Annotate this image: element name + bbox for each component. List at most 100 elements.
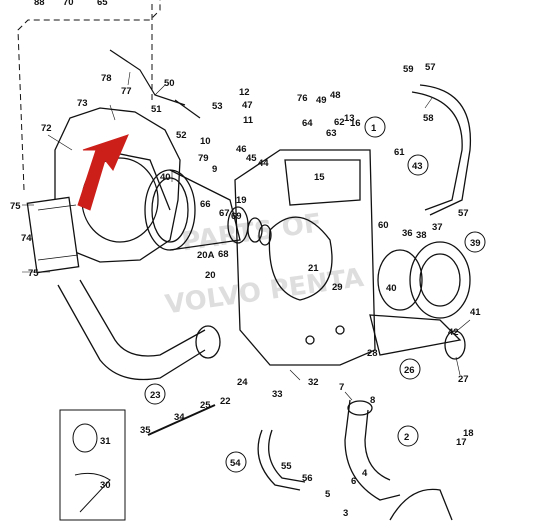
callout-circle-2 <box>397 425 419 447</box>
label-22: 22 <box>220 396 231 407</box>
label-27: 27 <box>458 374 469 385</box>
label-58: 58 <box>423 113 434 124</box>
label-5: 5 <box>325 489 331 500</box>
label-31: 31 <box>100 436 111 447</box>
outer-housing <box>369 241 471 360</box>
top-label-65: 65 <box>97 0 108 8</box>
leader-lines <box>22 71 471 401</box>
label-38: 38 <box>416 230 427 241</box>
label-19: 19 <box>236 195 247 206</box>
label-69: 69 <box>231 211 242 222</box>
label-34: 34 <box>174 412 185 423</box>
label-72: 72 <box>41 123 52 134</box>
label-55: 55 <box>281 461 292 472</box>
label-40a: 40 <box>160 172 171 183</box>
exhaust-elbow <box>57 279 221 381</box>
top-fragment-labels: 88 70 65 <box>34 0 108 8</box>
label-30: 30 <box>100 480 111 491</box>
label-54: 54 <box>230 458 241 469</box>
label-75a: 75 <box>10 201 21 212</box>
label-50: 50 <box>164 78 175 89</box>
label-4: 4 <box>362 468 368 479</box>
label-42: 42 <box>448 327 459 338</box>
label-64: 64 <box>302 118 313 129</box>
label-61: 61 <box>394 147 405 158</box>
label-15: 15 <box>314 172 325 183</box>
label-28: 28 <box>367 348 378 359</box>
label-20: 20 <box>205 270 216 281</box>
shaft-34 <box>147 404 216 436</box>
label-44: 44 <box>258 158 269 169</box>
top-label-70: 70 <box>63 0 74 8</box>
label-12: 12 <box>239 87 250 98</box>
label-37: 37 <box>432 222 443 233</box>
label-1: 1 <box>371 123 377 134</box>
hose-57 <box>411 84 472 216</box>
bottom-right-elbow <box>389 488 453 521</box>
label-33: 33 <box>272 389 283 400</box>
clamp-box <box>59 409 126 521</box>
label-77: 77 <box>121 86 132 97</box>
label-59: 59 <box>403 64 414 75</box>
label-74: 74 <box>21 233 32 244</box>
label-76: 76 <box>297 93 308 104</box>
label-13: 13 <box>344 113 355 124</box>
label-47: 47 <box>242 100 253 111</box>
label-60: 60 <box>378 220 389 231</box>
label-52: 52 <box>176 130 187 141</box>
label-43: 43 <box>412 161 423 172</box>
label-6: 6 <box>351 476 356 487</box>
label-18: 18 <box>463 428 474 439</box>
label-68: 68 <box>218 249 229 260</box>
label-11: 11 <box>243 115 254 126</box>
label-67: 67 <box>219 208 230 219</box>
label-16: 16 <box>350 118 361 129</box>
label-40b: 40 <box>386 283 397 294</box>
hose-54 <box>257 429 306 491</box>
label-46: 46 <box>236 144 247 155</box>
label-62: 62 <box>334 117 345 128</box>
label-23: 23 <box>150 390 161 401</box>
callout-circle-54 <box>225 451 247 473</box>
label-79: 79 <box>198 153 209 164</box>
label-25: 25 <box>200 400 211 411</box>
circled-callouts <box>144 116 486 473</box>
callout-circle-39 <box>464 231 486 253</box>
label-66: 66 <box>200 199 211 210</box>
top-label-88: 88 <box>34 0 45 8</box>
label-8: 8 <box>370 395 375 406</box>
label-63: 63 <box>326 128 337 139</box>
label-36: 36 <box>402 228 413 239</box>
label-20a: 20A <box>197 250 215 261</box>
label-57a: 57 <box>425 62 436 73</box>
label-53: 53 <box>212 101 223 112</box>
bell-housing <box>144 169 272 251</box>
cable-50 <box>109 49 201 119</box>
label-73: 73 <box>77 98 88 109</box>
red-arrow <box>77 134 129 211</box>
label-41: 41 <box>470 307 481 318</box>
label-35: 35 <box>140 425 151 436</box>
exhaust-bellows <box>26 196 80 274</box>
label-48: 48 <box>330 90 341 101</box>
label-10: 10 <box>200 136 211 147</box>
callout-circle-26 <box>399 358 421 380</box>
label-17: 17 <box>456 437 467 448</box>
label-56: 56 <box>302 473 313 484</box>
label-9: 9 <box>212 164 217 175</box>
label-26: 26 <box>404 365 415 376</box>
label-3: 3 <box>343 508 348 519</box>
label-78: 78 <box>101 73 112 84</box>
callout-circle-43 <box>407 154 429 176</box>
label-7: 7 <box>339 382 344 393</box>
callout-circle-23 <box>144 383 166 405</box>
label-75b: 75 <box>28 268 39 279</box>
label-39: 39 <box>470 238 481 249</box>
label-24: 24 <box>237 377 248 388</box>
part-labels: 1 2 3 4 5 6 7 8 9 10 11 12 13 15 16 17 1… <box>10 62 481 519</box>
label-49: 49 <box>316 95 327 106</box>
label-2: 2 <box>404 432 409 443</box>
label-51: 51 <box>151 104 162 115</box>
